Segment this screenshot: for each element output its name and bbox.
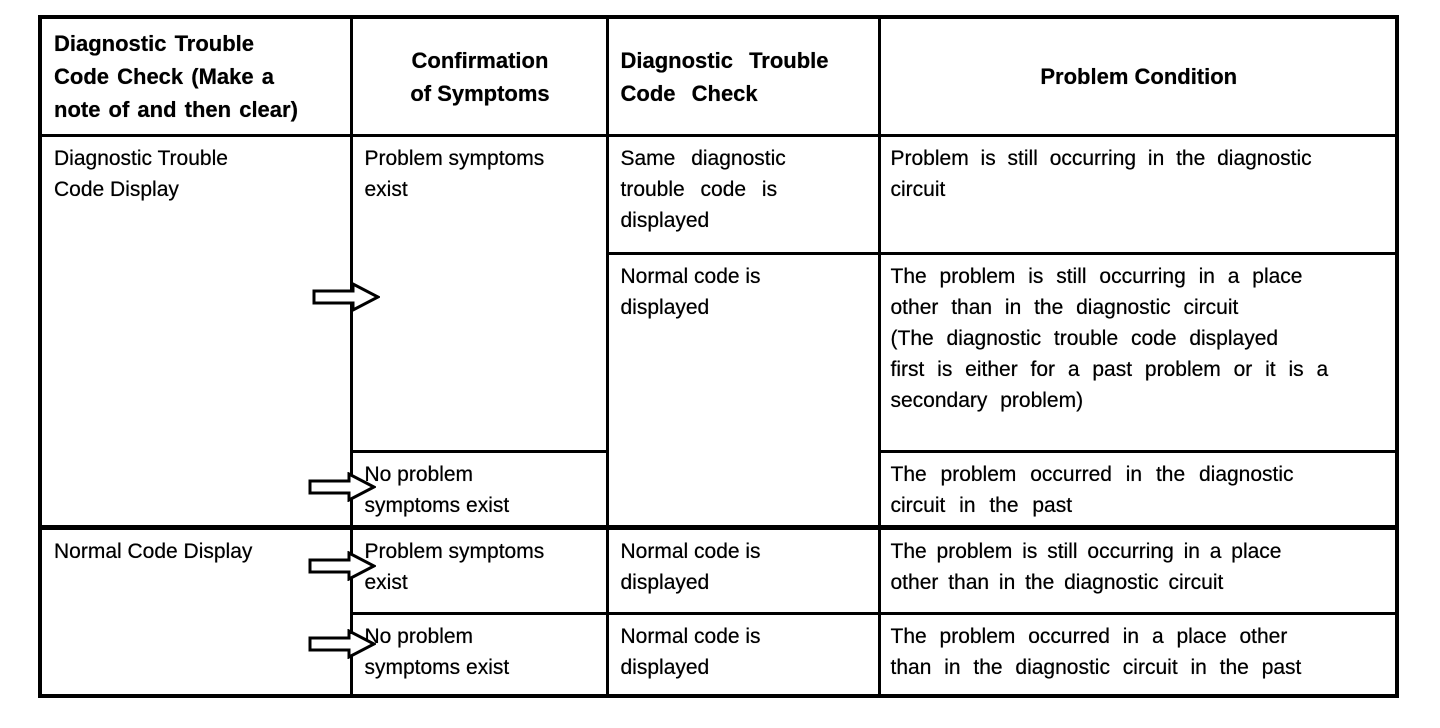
cell-no-problem-symptoms-2: No problem symptoms exist: [349, 612, 609, 697]
header-code-check: Diagnostic Trouble Code Check: [605, 15, 881, 137]
table-row: Normal Code Display Problem symptoms exi…: [38, 525, 1399, 697]
cell-problem-symptoms-exist: Problem symptoms exist: [349, 134, 609, 453]
table-row: Normal code is displayed The problem is …: [40, 252, 1399, 529]
right-arrow-icon: [308, 551, 376, 581]
cell-condition-other-place-2: The problem is still occurring in a plac…: [877, 525, 1399, 615]
cell-condition-occurred-other-past: The problem occurred in a place other th…: [877, 612, 1399, 697]
cell-normal-code-displayed-2: Normal code is displayed: [605, 525, 881, 615]
cell-condition-other-place: The problem is still occurring in a plac…: [877, 252, 1399, 453]
diagnostic-trouble-code-table: Diagnostic Trouble Code Check (Make a no…: [38, 15, 1399, 698]
right-arrow-icon: [312, 282, 380, 312]
table-row: No problem symptoms exist The problem oc…: [40, 450, 1399, 529]
cell-same-code-displayed: Same diagnostic trouble code is displaye…: [605, 134, 881, 255]
header-problem-condition: Problem Condition: [877, 15, 1399, 137]
table-row: Diagnostic Trouble Code Display Problem …: [38, 134, 1399, 529]
table-row: No problem symptoms exist Normal code is…: [40, 612, 1399, 697]
cell-condition-still-occurring: Problem is still occurring in the diagno…: [877, 134, 1399, 255]
cell-normal-code-displayed: Normal code is displayed: [605, 252, 881, 529]
right-arrow-icon: [308, 629, 376, 659]
cell-condition-occurred-past: The problem occurred in the diagnostic c…: [877, 450, 1399, 529]
header-initial-code-check: Diagnostic Trouble Code Check (Make a no…: [38, 15, 353, 137]
cell-normal-code-display: Normal Code Display: [38, 525, 353, 697]
header-confirmation-of-symptoms: Confirmation of Symptoms: [349, 15, 609, 137]
header-row: Diagnostic Trouble Code Check (Make a no…: [38, 15, 1399, 137]
cell-normal-code-displayed-3: Normal code is displayed: [605, 612, 881, 697]
cell-dtc-code-display: Diagnostic Trouble Code Display: [38, 134, 353, 529]
right-arrow-icon: [308, 472, 376, 502]
cell-problem-symptoms-exist-2: Problem symptoms exist: [349, 525, 609, 615]
cell-no-problem-symptoms: No problem symptoms exist: [349, 450, 609, 529]
